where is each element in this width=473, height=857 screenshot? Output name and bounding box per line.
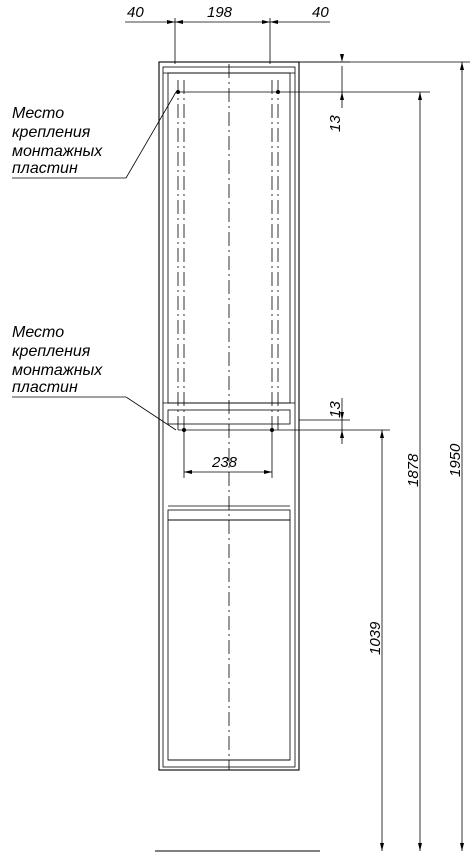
- dim-height-mount: 1878: [405, 453, 422, 487]
- dim-gap-lower: 13: [327, 401, 344, 418]
- dim-inner-width: 238: [211, 454, 238, 471]
- height-lower-dimension: 1039: [367, 430, 384, 851]
- dim-height-lower: 1039: [367, 621, 384, 655]
- dim-gap-upper: 13: [327, 115, 344, 132]
- mount-note-lower-line3: монтажных: [12, 362, 103, 379]
- mount-note-lower-line4: пластин: [12, 379, 78, 396]
- top-dimension-group: 40 198 40: [125, 4, 330, 64]
- dim-height-total: 1950: [447, 443, 464, 477]
- mount-note-lower: Место крепления монтажных пластин: [12, 324, 177, 431]
- cabinet-body: [155, 61, 320, 852]
- dim-top-middle: 198: [207, 4, 233, 21]
- inner-width-dimension: 238: [183, 430, 273, 478]
- upper-mount-dimension: 13: [176, 54, 430, 132]
- dim-top-left: 40: [127, 4, 144, 21]
- mount-note-upper: Место крепления монтажных пластин: [12, 91, 177, 179]
- lower-mount-dimension: 13: [178, 398, 390, 444]
- mount-note-upper-line2: крепления: [12, 124, 91, 141]
- mount-note-upper-line4: пластин: [12, 160, 78, 177]
- mount-note-upper-line1: Место: [12, 105, 64, 122]
- mount-note-lower-line2: крепления: [12, 343, 91, 360]
- mount-note-upper-line3: монтажных: [12, 143, 103, 160]
- height-mount-dimension: 1878: [405, 92, 422, 851]
- mount-note-lower-line1: Место: [12, 324, 64, 341]
- height-total-dimension: 1950: [299, 61, 470, 851]
- dim-top-right: 40: [312, 4, 329, 21]
